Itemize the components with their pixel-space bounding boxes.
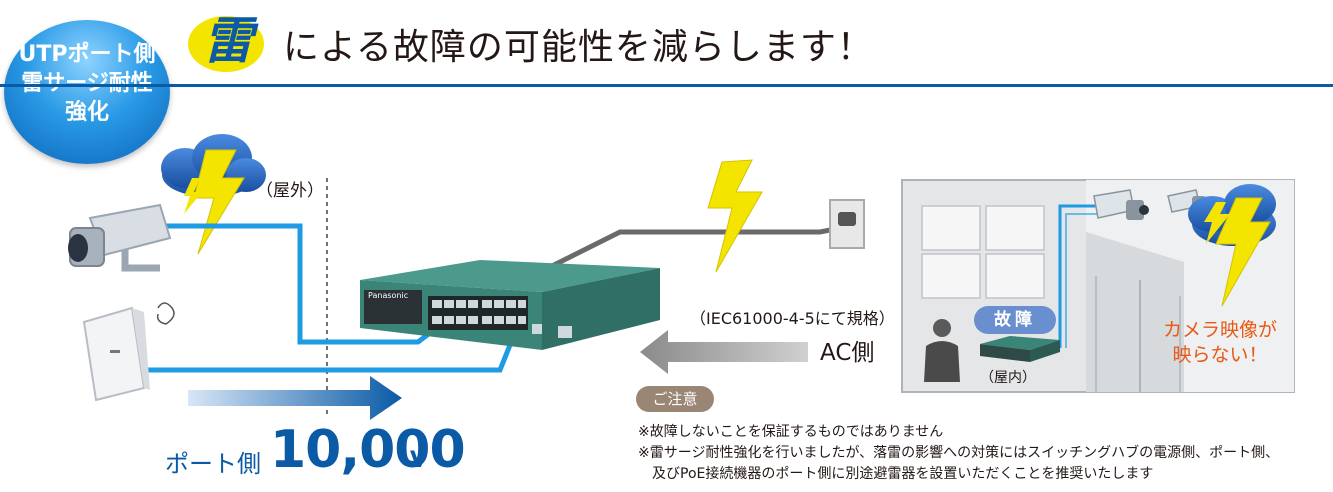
fault-badge: 故障	[974, 306, 1056, 334]
person-icon	[924, 319, 960, 382]
gray-surge-arrow	[640, 330, 808, 374]
port-side-label: ポート側	[165, 450, 261, 478]
title-kanji: 雷	[203, 12, 259, 70]
port-surge-arrow	[188, 376, 402, 420]
lightning-bolt-icon	[707, 159, 763, 273]
indoor-label: （屋内）	[980, 370, 1036, 386]
switching-hub: Panasonic	[360, 260, 660, 350]
indoor-switch-icon	[980, 336, 1060, 362]
feature-badge-text: UTPポート側 雷サージ耐性 強化	[18, 42, 156, 125]
ac-side-label: AC側	[820, 340, 874, 366]
outdoor-label: （屋外）	[256, 181, 324, 201]
camera-failure-text: カメラ映像が 映らない！	[1162, 319, 1277, 366]
indoor-building-panel	[901, 179, 1295, 393]
security-camera-icon	[68, 203, 172, 272]
port-voltage-value: 10,000	[270, 420, 466, 480]
header-rule	[0, 84, 1333, 87]
notice-line: ※故障しないことを保証するものではありません	[638, 424, 944, 440]
port-voltage-unit: V	[410, 448, 428, 473]
lightning-bolt-icon	[184, 178, 202, 214]
wireless-access-point-icon	[82, 302, 175, 402]
notice-line: ※雷サージ耐性強化を行いましたが、落雷の影響への対策にはスイッチングハブの電源側…	[638, 445, 1280, 461]
indoor-camera-icon	[1093, 189, 1149, 220]
feature-badge	[4, 20, 170, 164]
lightning-bolt-icon	[1215, 197, 1271, 307]
switch-brand-label: Panasonic	[368, 291, 408, 300]
title-highlight: 雷	[188, 12, 264, 72]
notice-text: ※故障しないことを保証するものではありません ※雷サージ耐性強化を行いましたが、…	[638, 422, 1279, 485]
ac-power-cable	[546, 223, 851, 271]
notice-badge: ご注意	[636, 386, 714, 412]
standard-label: （IEC61000-4-5にて規格）	[690, 309, 895, 328]
power-outlet-icon	[829, 199, 865, 249]
notice-line: 及びPoE接続機器のポート側に別途避雷器を設置いただくことを推奨いたします	[638, 466, 1154, 482]
lightning-bolt-icon	[1204, 202, 1230, 244]
title-text: による故障の可能性を減らします！	[283, 27, 874, 68]
